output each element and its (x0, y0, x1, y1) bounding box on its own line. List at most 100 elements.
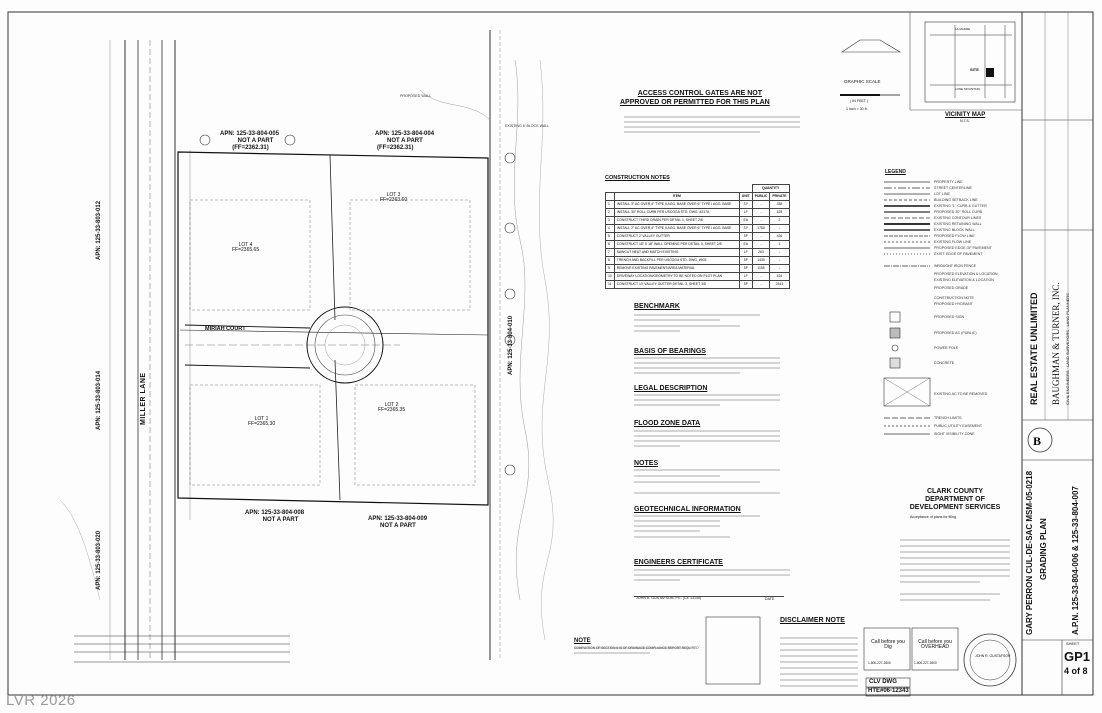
table-cell: - (769, 264, 790, 273)
table-cell: 1155 (751, 264, 771, 273)
benchmark-heading: BENCHMARK (634, 303, 680, 310)
table-cell: SF (738, 280, 753, 289)
title-apn: A.P.N. 125-33-804-006 & 125-33-804-007 (1071, 486, 1080, 635)
sheet-of: 4 of 8 (1064, 666, 1088, 676)
table-cell: LF (738, 208, 753, 217)
title-firm-sub: CIVIL ENGINEERS · LAND SURVEYORS · LAND … (1065, 293, 1070, 405)
table-cell: 1430 (751, 256, 771, 265)
table-header-cell: UNIT (738, 192, 753, 201)
table-cell-item: CONSTRUCT 2' VALLEY GUTTER (613, 232, 740, 241)
legend-item: PROPOSED 30" ROLL CURB (934, 210, 983, 214)
table-cell: 10 (605, 272, 615, 281)
call-phone-2: 1-800-227-2600 (914, 661, 937, 665)
table-header-cell: ITEM (613, 192, 740, 201)
table-cell: SY (738, 224, 753, 233)
table-cell: - (751, 200, 771, 209)
table-cell: 1 (769, 240, 790, 249)
table-cell: SF (738, 256, 753, 265)
legend-item: CONSTRUCTION NOTE (934, 296, 974, 300)
table-cell: 2343 (769, 280, 790, 289)
call-phone-1: 1-800-227-2600 (868, 661, 891, 665)
legend-item: PROPOSED SIGN (934, 315, 965, 319)
table-cell-item: DRIVEWAY LOCATION/GEOMETRY TO BE NOTED O… (613, 272, 740, 281)
table-cell: - (769, 248, 790, 257)
call-before-overhead: Call before you OVERHEAD (918, 639, 952, 650)
vicinity-site: SITE (970, 67, 979, 72)
table-cell-item: REMOVE EXISTING PAVEMENT/AREA MATERIAL (613, 264, 740, 273)
table-cell: LF (738, 248, 753, 257)
quantity-header: QUANTITY (751, 184, 790, 193)
legend-item: EXIST. EDGE OF PAVEMENT (934, 252, 983, 256)
table-cell-item: INSTALL 2" AC OVER 4" TYPE II AGG. BASE … (613, 224, 740, 233)
sheet-id: GP1 (1064, 649, 1091, 664)
county-sub: Acceptance of plans for filing (910, 515, 956, 519)
table-cell-item: CONSTRUCT 18" X 18" WALL OPENING PER DET… (613, 240, 740, 249)
table-cell-item: INSTALL 30" ROLL CURB PER USCOGA STD. DW… (613, 208, 740, 217)
title-firm: BAUGHMAN & TURNER, INC. (1051, 282, 1061, 405)
table-cell: 426 (769, 232, 790, 241)
table-cell: - (751, 208, 771, 217)
apn-bottom-left: APN: 125-33-804-008 NOT A PART (245, 510, 305, 523)
hte-number: HTE#06-12343 (868, 688, 909, 694)
title-project: GARY PERRON CUL-DE-SAC MSM-05-0218 (1025, 470, 1034, 635)
note-text: COMPLETION OF SECTION 6 IS OF DRAINAGE C… (574, 646, 699, 650)
table-cell-item: INSTALL 3" AC OVER 4" TYPE II AGG. BASE … (613, 200, 740, 209)
svg-text:B: B (1033, 434, 1041, 448)
vicinity-road-1: LA MADRE (955, 27, 971, 31)
table-cell: 7 (605, 248, 615, 257)
legend-item: PUBLIC UTILITY EASEMENT (934, 424, 983, 428)
legend-item: WROUGHT IRON FENCE (934, 264, 977, 268)
table-header-cell: PRIVATE (769, 192, 790, 201)
table-cell: 2 (769, 216, 790, 225)
legend-item: EXISTING BLOCK WALL (934, 228, 975, 232)
table-cell-item: CONSTRUCT THIRD DRAIN PER DETAIL 1, SHEE… (613, 216, 740, 225)
disclaimer-heading: DISCLAIMER NOTE (780, 617, 845, 624)
engineer-date: DATE (765, 597, 775, 601)
table-cell: - (751, 216, 771, 225)
engineer-heading: ENGINEERS CERTIFICATE (634, 559, 723, 566)
signature-line (634, 596, 784, 597)
table-cell: 8 (605, 256, 615, 265)
graphic-scale-unit: ( IN FEET ) (850, 99, 869, 103)
table-cell: 338 (769, 200, 790, 209)
legend-item: POWER POLE (934, 346, 959, 350)
engineer-signature: JOHN R. GUSTAFSON, P.E. (CE 13140) (636, 596, 702, 600)
table-cell: - (769, 256, 790, 265)
table-cell: 2 (605, 208, 615, 217)
vicinity-road-2: LONE MOUNTAIN (955, 87, 980, 91)
graphic-scale-ratio: 1 inch = 30 ft. (846, 107, 868, 111)
table-cell: - (751, 280, 771, 289)
clv-dwg: CLV DWG (869, 679, 897, 685)
legend-item: EXISTING FLOW LINE (934, 240, 972, 244)
legend-item: PROPOSED FLOW LINE (934, 234, 975, 238)
legend-item: CONCRETE (934, 361, 955, 365)
vicinity-title: VICINITY MAP (945, 112, 986, 118)
call-before-dig: Call before you Dig (871, 639, 905, 650)
table-cell: - (751, 240, 771, 249)
engineer-seal: JOHN R. GUSTAFSON (975, 654, 1011, 658)
notes-heading: NOTES (634, 460, 659, 467)
apn-left-1: APN: 125-33-803-012 (96, 200, 102, 260)
table-cell: SF (738, 264, 753, 273)
legend-item: PROPOSED ELEVATION & LOCATION (934, 272, 998, 276)
table-cell: 5 (605, 232, 615, 241)
table-cell: - (751, 272, 771, 281)
street-miriah-court: MIRIAH COURT (205, 326, 246, 332)
title-company: REAL ESTATE UNLIMITED (1029, 292, 1039, 406)
table-cell: 1 (605, 200, 615, 209)
table-cell-item: TRENCH AND BACKFILL PER USCOGA STD. DWG.… (613, 256, 740, 265)
legend-item: EXISTING CONTOUR LINES (934, 216, 982, 220)
